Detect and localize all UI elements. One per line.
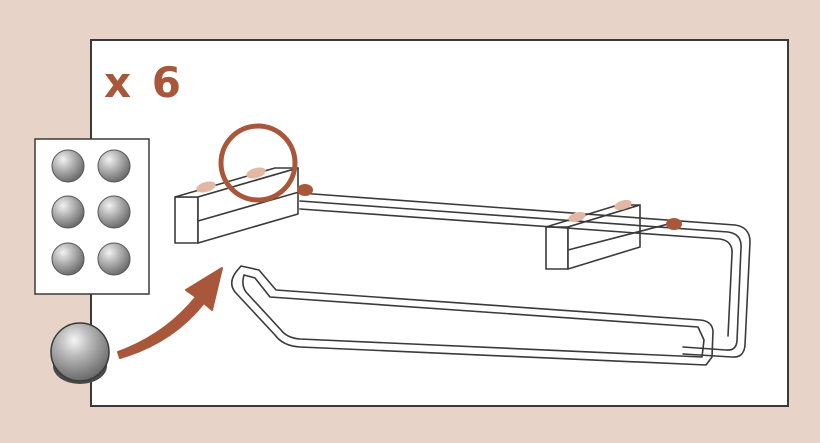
adhesive-pad-markers: [196, 167, 682, 230]
bumper-dot: [97, 195, 131, 229]
bumper-dot: [51, 195, 85, 229]
pad-marker: [568, 212, 586, 222]
bumper-dot: [97, 149, 131, 183]
towel-holder-icon: [174, 167, 751, 366]
bumper-dot: [97, 242, 131, 276]
right-bracket: [545, 204, 641, 270]
pad-marker: [246, 167, 266, 179]
bumper-dot: [51, 149, 85, 183]
highlight-circle-icon: [218, 123, 298, 203]
pad-marker: [196, 181, 216, 193]
adhesive-bumper-icon: [50, 322, 110, 384]
pad-marker: [614, 200, 632, 210]
adhesive-bumper-sheet-icon: [34, 138, 150, 295]
bumper-dot: [51, 242, 85, 276]
curved-arrow-icon: [117, 267, 223, 359]
quantity-label: x 6: [104, 58, 184, 107]
screw-marker: [297, 184, 313, 196]
screw-marker: [666, 218, 682, 230]
